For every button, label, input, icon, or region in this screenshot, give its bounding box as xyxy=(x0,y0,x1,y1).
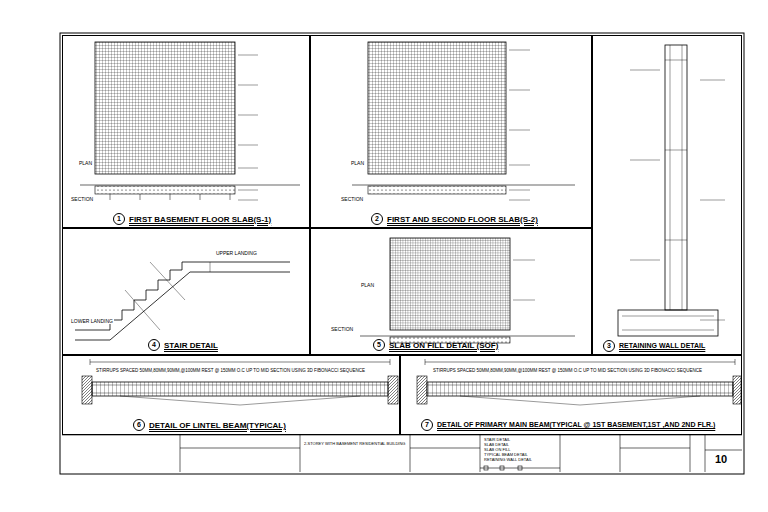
drawing-label: SECTION xyxy=(330,326,354,332)
detail-title: FIRST AND SECOND FLOOR SLAB(S-2) xyxy=(387,215,538,224)
slab-on-fill xyxy=(360,238,575,343)
title-block xyxy=(62,435,742,472)
detail-panel: DETAIL OF LINTEL BEAM(TYPICAL) 6 xyxy=(62,355,400,435)
detail-panel: FIRST BASEMENT FLOOR SLAB(S-1) 1 xyxy=(62,35,310,228)
detail-title: DETAIL OF PRIMARY MAIN BEAM(TYPICAL @ 1S… xyxy=(437,421,715,428)
callout-number: 3 xyxy=(604,341,614,351)
callout-number: 5 xyxy=(374,340,384,350)
detail-title: STAIR DETAIL xyxy=(164,341,218,350)
callout-circle: 2 xyxy=(371,213,383,225)
drawing-label: PLAN xyxy=(360,282,375,288)
detail-panel: RETAINING WALL DETAIL 3 xyxy=(592,35,742,355)
drawing-label: STIRRUPS SPACED 50MM,80MM,90MM,@100MM RE… xyxy=(95,368,366,373)
slab-s2 xyxy=(352,42,575,200)
detail-title: DETAIL OF LINTEL BEAM(TYPICAL) xyxy=(149,421,286,430)
callout-number: 7 xyxy=(422,420,432,430)
drawing-label: 10 xyxy=(714,453,728,465)
drawing-label: UPPER LANDING xyxy=(215,250,258,256)
callout-circle: 6 xyxy=(133,419,145,431)
detail-title: RETAINING WALL DETAIL xyxy=(619,342,705,349)
drawing-label: SECTION xyxy=(70,196,94,202)
primary-beam xyxy=(417,359,741,405)
callout-circle: 7 xyxy=(421,419,433,431)
detail-panel: STAIR DETAIL 4 xyxy=(62,228,310,355)
drawing-label: 2-STOREY WITH BASEMENT RESIDENTIAL BUILD… xyxy=(303,441,406,446)
callout-number: 2 xyxy=(372,214,382,224)
drawing-label: PLAN xyxy=(78,160,93,166)
callout-circle: 3 xyxy=(603,340,615,352)
detail-panel: SLAB ON FILL DETAIL (SOF) 5 xyxy=(310,228,592,355)
retaining-wall xyxy=(618,45,725,336)
callout-circle: 5 xyxy=(373,339,385,351)
callout-number: 6 xyxy=(134,420,144,430)
callout-circle: 4 xyxy=(148,339,160,351)
callout-circle: 1 xyxy=(113,213,125,225)
detail-panel: DETAIL OF PRIMARY MAIN BEAM(TYPICAL @ 1S… xyxy=(400,355,742,435)
callout-number: 4 xyxy=(149,340,159,350)
stair xyxy=(75,262,290,340)
drawing-label: SECTION xyxy=(340,196,364,202)
sheet-border xyxy=(60,33,744,474)
detail-title: FIRST BASEMENT FLOOR SLAB(S-1) xyxy=(129,215,271,224)
slab-s1 xyxy=(80,42,300,200)
detail-title: SLAB ON FILL DETAIL (SOF) xyxy=(389,341,498,350)
drawing-label: RETAINING WALL DETAIL xyxy=(483,457,533,462)
lintel-beam xyxy=(82,359,398,405)
drawing-label: STIRRUPS SPACED 50MM,80MM,90MM,@100MM RE… xyxy=(432,368,703,373)
callout-number: 1 xyxy=(114,214,124,224)
drawing-label: LOWER LANDING xyxy=(70,318,114,324)
drawing-label: PLAN xyxy=(350,160,365,166)
